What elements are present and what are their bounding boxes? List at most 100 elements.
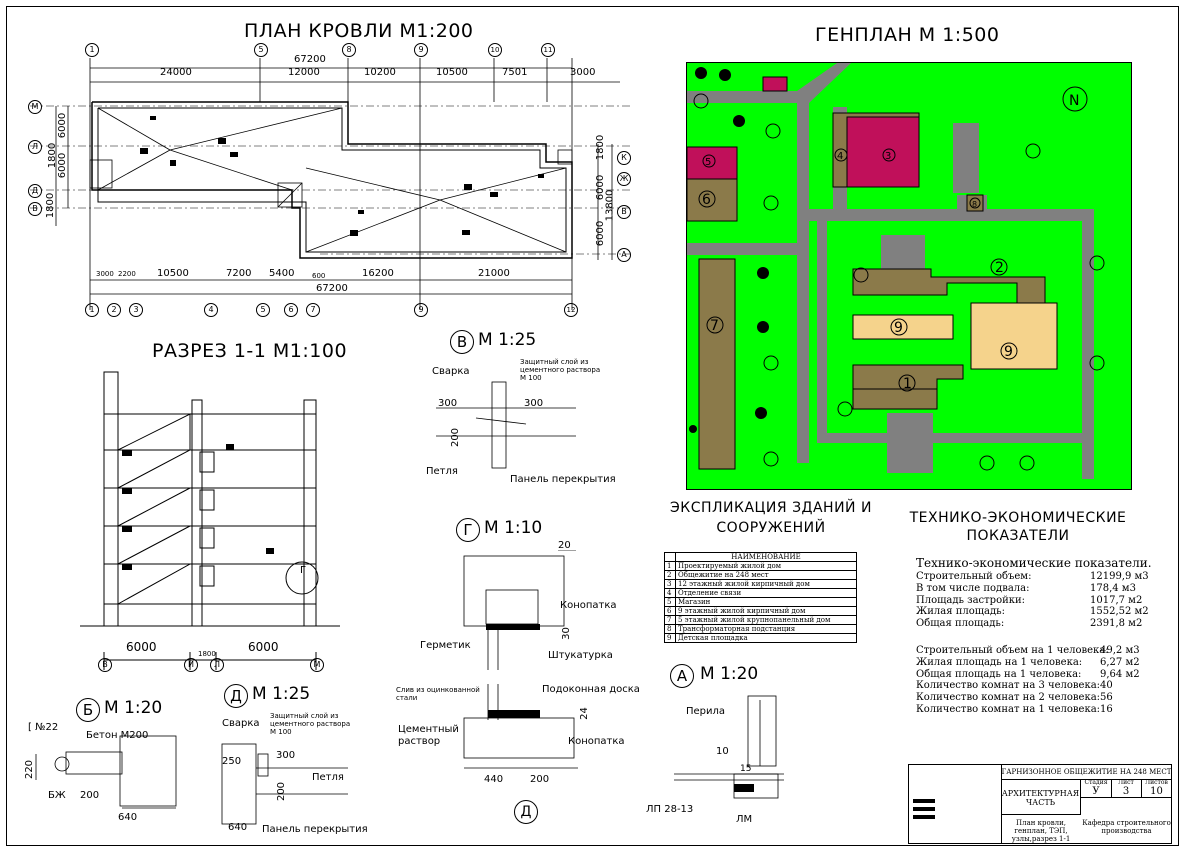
detail-scale: М 1:20 bbox=[104, 698, 163, 718]
tep-title: ТЕХНИКО-ЭКОНОМИЧЕСКИЕ ПОКАЗАТЕЛИ bbox=[909, 510, 1127, 544]
roof-plan-title: ПЛАН КРОВЛИ М1:200 bbox=[244, 20, 474, 42]
axis-marker: К bbox=[617, 151, 631, 165]
tep-list-2: Строительный объем на 1 человека:Жилая п… bbox=[916, 645, 1109, 715]
tep-list-1: Строительный объем:В том числе подвала:П… bbox=[916, 571, 1032, 630]
dimension: 640 bbox=[118, 812, 138, 823]
dimension: 7501 bbox=[502, 67, 528, 78]
detail-marker: Д bbox=[514, 800, 538, 824]
dimension: 24000 bbox=[160, 67, 192, 78]
detail-marker: Д bbox=[224, 684, 248, 708]
dimension: 12000 bbox=[288, 67, 320, 78]
site-plan-title: ГЕНПЛАН М 1:500 bbox=[815, 24, 1000, 46]
axis-marker: 11 bbox=[541, 43, 555, 57]
axis-marker: 8 bbox=[342, 43, 356, 57]
callout-label: Петля bbox=[426, 466, 458, 477]
north-arrow-icon: N bbox=[1069, 93, 1079, 109]
dimension: 10 bbox=[716, 746, 729, 757]
detail-scale: М 1:10 bbox=[484, 518, 543, 538]
dimension: 15 bbox=[740, 764, 752, 774]
axis-marker: 2 bbox=[107, 303, 121, 317]
callout-label: Панель перекрытия bbox=[510, 474, 616, 485]
callout-label: Панель перекрытия bbox=[262, 824, 368, 835]
detail-g-drawing bbox=[463, 550, 578, 769]
dimension: 21000 bbox=[478, 268, 510, 279]
dimension: 5400 bbox=[269, 268, 295, 279]
detail-marker: Г bbox=[456, 518, 480, 542]
dimension: 2200 bbox=[118, 270, 136, 278]
axis-marker: И bbox=[184, 658, 198, 672]
dimension: 200 bbox=[450, 427, 462, 448]
detail-d-drawing bbox=[221, 743, 348, 825]
part-label: АРХИТЕКТУРНАЯ ЧАСТЬ bbox=[1001, 779, 1081, 815]
tep-heading: Технико-экономические показатели. bbox=[916, 556, 1152, 570]
dimension: 640 bbox=[228, 822, 248, 833]
dimension: 250 bbox=[222, 756, 242, 767]
detail-marker: Б bbox=[76, 698, 100, 722]
svg-text:7: 7 bbox=[710, 318, 719, 334]
title-block: ГАРНИЗОННОЕ ОБЩЕЖИТИЕ НА 248 МЕСТ АРХИТЕ… bbox=[908, 764, 1172, 844]
dimension: 200 bbox=[276, 781, 288, 802]
axis-marker: М bbox=[28, 100, 42, 114]
axis-marker: Д bbox=[28, 184, 42, 198]
dimension: 10200 bbox=[364, 67, 396, 78]
axis-marker: В bbox=[28, 202, 42, 216]
axis-marker: Ж bbox=[617, 172, 631, 186]
dimension: 1800 bbox=[47, 142, 59, 169]
axis-marker: 4 bbox=[204, 303, 218, 317]
callout-label: Герметик bbox=[420, 640, 471, 651]
dimension: 6000 bbox=[57, 112, 69, 139]
svg-text:8: 8 bbox=[972, 200, 977, 209]
axis-marker: 1 bbox=[85, 43, 99, 57]
axis-marker: 9 bbox=[414, 43, 428, 57]
detail-scale: М 1:25 bbox=[478, 330, 537, 350]
dimension: 200 bbox=[530, 774, 550, 785]
explication-title: ЭКСПЛИКАЦИЯ ЗДАНИЙ И СООРУЖЕНИЙ bbox=[670, 500, 872, 536]
callout-label: Перила bbox=[686, 706, 726, 717]
dimension: 300 bbox=[524, 398, 544, 409]
axis-marker: Л bbox=[28, 140, 42, 154]
site-plan-map: N 1 2 3 4 5 6 7 8 9 9 bbox=[686, 62, 1132, 490]
axis-marker: М bbox=[310, 658, 324, 672]
axis-marker: 1 bbox=[85, 303, 99, 317]
svg-text:1: 1 bbox=[903, 376, 912, 392]
dimension: 6000 bbox=[595, 220, 607, 247]
callout-label: Сварка bbox=[432, 366, 470, 377]
organization: Кафедра строительного производства bbox=[1082, 819, 1171, 835]
axis-marker: 5 bbox=[256, 303, 270, 317]
svg-text:9: 9 bbox=[1004, 344, 1013, 360]
axis-marker: 6 bbox=[284, 303, 298, 317]
axis-marker: 3 bbox=[129, 303, 143, 317]
dimension: 300 bbox=[438, 398, 458, 409]
dimension: 1800 bbox=[45, 192, 57, 219]
dimension: 440 bbox=[484, 774, 504, 785]
dimension: 13800 bbox=[604, 189, 616, 222]
axis-marker: 7 bbox=[306, 303, 320, 317]
dimension: 220 bbox=[24, 759, 36, 780]
svg-text:9: 9 bbox=[894, 320, 903, 336]
axis-marker: А bbox=[617, 248, 631, 262]
detail-b-drawing bbox=[35, 735, 177, 809]
dimension: 1800 bbox=[198, 650, 216, 658]
dimension: 20 bbox=[558, 540, 571, 551]
dimension: 6000 bbox=[126, 640, 157, 654]
callout-label: Сварка bbox=[222, 718, 260, 729]
svg-text:3: 3 bbox=[885, 151, 891, 162]
callout-label: Петля bbox=[312, 772, 344, 783]
roof-plan-drawing bbox=[30, 58, 630, 310]
callout-label: Конопатка bbox=[568, 736, 625, 747]
dimension: 3000 bbox=[570, 67, 596, 78]
detail-v-drawing bbox=[436, 381, 576, 469]
dimension: 6000 bbox=[248, 640, 279, 654]
